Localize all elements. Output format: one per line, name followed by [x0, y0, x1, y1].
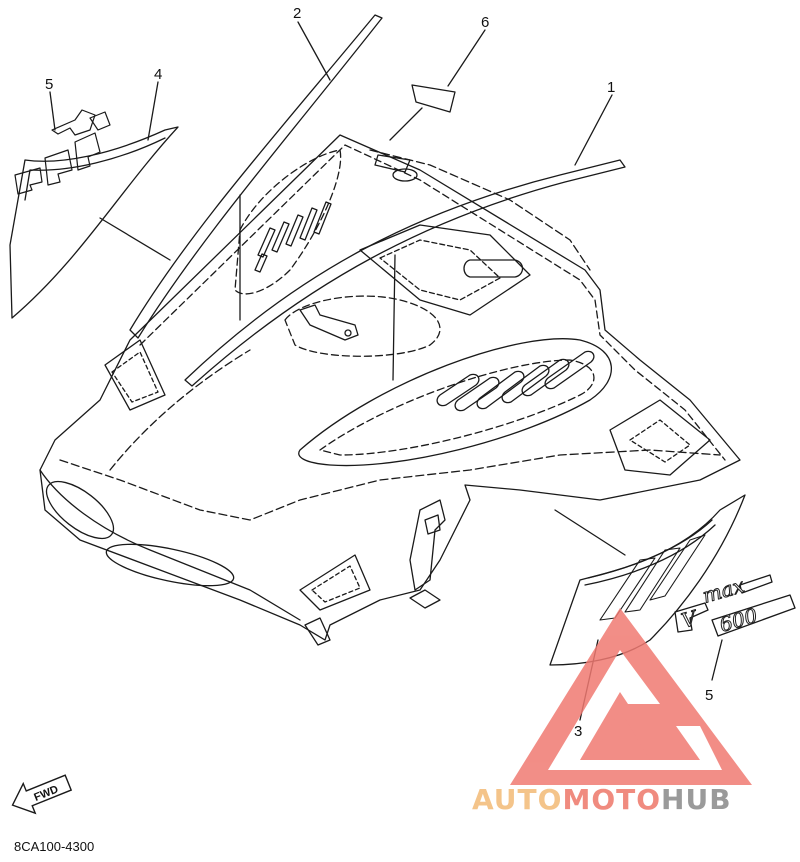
leader-5a: [49, 91, 56, 131]
part-5-vmax-emblem: [674, 574, 796, 637]
upper-louvres: [254, 201, 332, 273]
right-side-vent: [609, 399, 711, 476]
mount-clip: [299, 304, 359, 341]
callout-6: 6: [481, 14, 489, 31]
watermark-auto: AUTO: [472, 783, 562, 816]
top-slot: [463, 259, 524, 278]
leader-5b: [711, 639, 723, 681]
part-2-trim-strip: [129, 14, 383, 339]
front-fascia: [39, 469, 301, 621]
leader-1: [574, 94, 613, 166]
leader-6b: [389, 107, 423, 141]
front-headlight-opening: [105, 543, 235, 587]
center-oval-vent: [298, 338, 613, 467]
fwd-arrow-icon: FWD: [11, 774, 73, 815]
hood-crease: [109, 349, 251, 471]
part-5-left-emblem: [14, 109, 111, 195]
callout-2: 2: [293, 5, 301, 22]
leader-4b: [99, 217, 171, 261]
left-headlight-opening: [45, 480, 115, 540]
center-louvres: [436, 350, 595, 412]
leader-center-b: [392, 254, 396, 381]
part-3-decal-stripes: [599, 534, 706, 621]
top-access-panel: [359, 224, 531, 316]
vmax-number-600: 600: [717, 603, 761, 637]
leader-4: [147, 81, 159, 141]
callout-1: 1: [607, 79, 615, 96]
callout-4: 4: [154, 66, 162, 83]
watermark-moto: MOTO: [562, 783, 661, 816]
center-pad: [284, 295, 441, 357]
top-back-edge: [369, 149, 591, 271]
watermark-logo-icon: [510, 608, 752, 785]
left-side-vent: [104, 339, 166, 411]
lower-bracket: [409, 499, 446, 591]
callout-5-right: 5: [705, 687, 713, 704]
vmax-letter-v: V: [679, 605, 702, 633]
part-1-trim-strip: [184, 159, 626, 387]
hood-inner-edge: [139, 144, 726, 461]
upper-left-recess: [234, 149, 342, 295]
watermark-text: AUTOMOTOHUB: [472, 783, 732, 816]
part-code: 8CA100-4300: [14, 839, 94, 854]
vmax-letters-max: max: [700, 573, 747, 608]
hood-outline: [39, 134, 741, 641]
callout-3: 3: [574, 723, 582, 740]
part-6-emblem-plate: [411, 84, 456, 113]
lower-left-vent: [299, 554, 371, 611]
leader-2: [297, 21, 331, 81]
leader-6: [447, 29, 486, 87]
watermark-hub: HUB: [661, 783, 732, 816]
callout-5-left: 5: [45, 76, 53, 93]
leader-3b: [554, 509, 626, 556]
part-4-left-decal: [9, 126, 179, 319]
hood-lower-line: [59, 449, 721, 521]
